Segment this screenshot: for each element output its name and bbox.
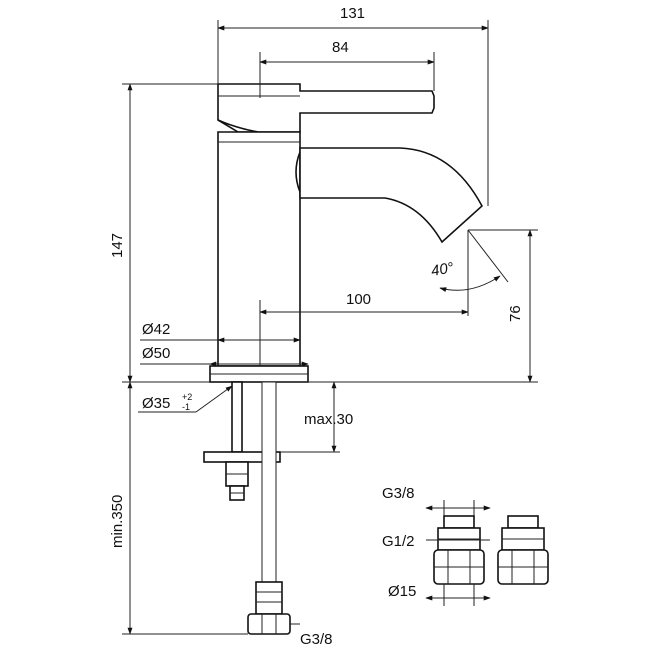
label-overall-width: 131 — [340, 5, 365, 22]
label-hole-tol-upper: +2 — [182, 392, 192, 402]
label-adapter-g38: G3/8 — [382, 485, 415, 502]
dim-arc-spout-angle — [439, 275, 501, 292]
label-height: 147 — [109, 233, 126, 258]
label-base-diameter: Ø50 — [142, 345, 170, 362]
label-body-diameter: Ø42 — [142, 321, 170, 338]
lever-handle — [217, 83, 435, 133]
dimension-lines — [122, 20, 538, 635]
label-adapter-g12: G1/2 — [382, 533, 415, 550]
faucet-body — [209, 83, 484, 383]
dimension-labels: 131 84 147 100 76 40° Ø42 Ø50 Ø35 +2 -1 … — [109, 5, 524, 648]
flexible-hose — [247, 381, 291, 635]
label-hose-thread: G3/8 — [300, 631, 333, 648]
spout — [299, 147, 484, 244]
label-hole-diameter: Ø35 — [142, 395, 170, 412]
label-handle-width: 84 — [332, 39, 349, 56]
hose-connector — [255, 581, 283, 615]
adapter-left — [433, 515, 485, 585]
label-spout-height: 76 — [507, 305, 524, 322]
faucet-column — [217, 131, 301, 367]
fixing-rod — [231, 381, 243, 453]
label-spout-angle: 40° — [430, 259, 455, 280]
label-spout-reach: 100 — [346, 291, 371, 308]
label-hole-tol-lower: -1 — [182, 402, 190, 412]
label-hose-length: min.350 — [109, 495, 126, 548]
mounting-assembly — [203, 381, 281, 501]
adapter-right — [497, 515, 549, 585]
label-adapter-d15: Ø15 — [388, 583, 416, 600]
label-deck-thickness: max.30 — [304, 411, 353, 428]
